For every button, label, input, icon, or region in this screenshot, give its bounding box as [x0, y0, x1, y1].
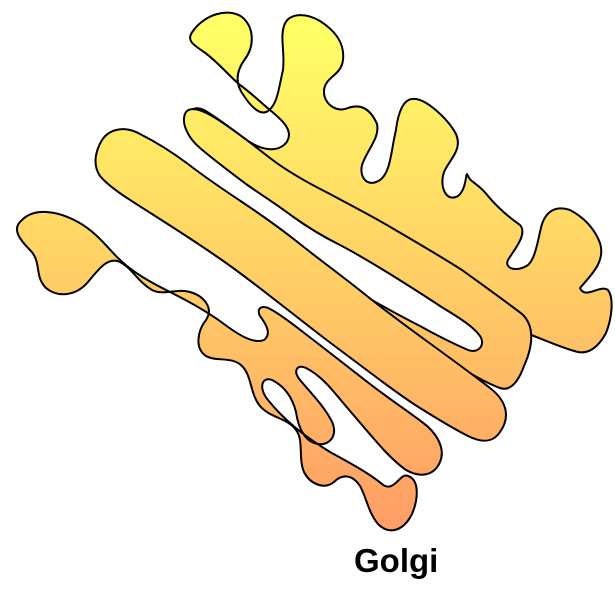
golgi-label: Golgi: [354, 544, 438, 577]
